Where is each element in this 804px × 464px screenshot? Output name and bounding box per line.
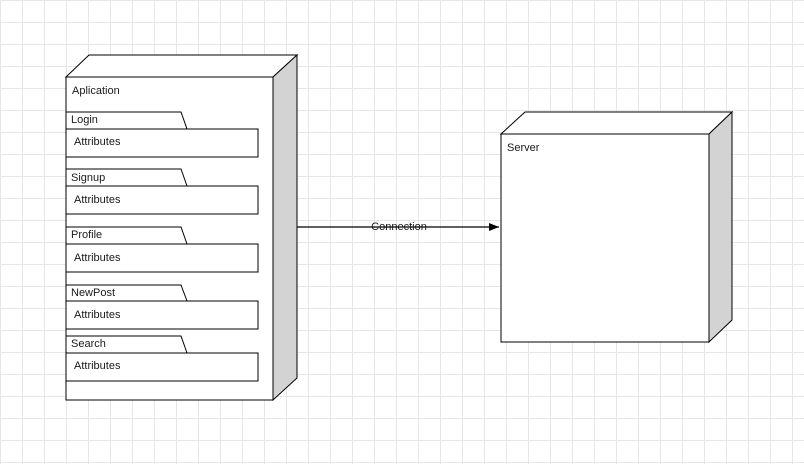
component-newpost[interactable]: NewPost Attributes <box>65 284 259 330</box>
component-attributes: Attributes <box>74 194 121 206</box>
component-body <box>65 185 259 215</box>
component-tab <box>66 168 188 187</box>
component-name: Search <box>71 338 106 350</box>
application-node-title: Aplication <box>72 85 120 97</box>
application-node-top <box>64 54 299 78</box>
component-tab <box>66 284 188 302</box>
component-name: Login <box>71 114 98 126</box>
component-signup[interactable]: Signup Attributes <box>65 168 259 215</box>
server-node[interactable]: Server <box>499 110 734 344</box>
connection-label: Connection <box>371 221 427 233</box>
component-body <box>65 300 259 330</box>
server-node-top <box>499 111 734 135</box>
connection-edge[interactable]: Connection <box>297 221 499 233</box>
server-node-title: Server <box>507 142 540 154</box>
server-node-side <box>708 110 733 344</box>
component-body <box>65 352 259 382</box>
component-attributes: Attributes <box>74 252 121 264</box>
component-search[interactable]: Search Attributes <box>65 335 259 382</box>
component-tab <box>66 111 188 130</box>
component-tab <box>66 335 188 354</box>
component-body <box>65 243 259 273</box>
component-attributes: Attributes <box>74 309 121 321</box>
application-node-side <box>272 53 298 402</box>
component-attributes: Attributes <box>74 360 121 372</box>
component-body <box>65 128 259 158</box>
component-name: NewPost <box>71 287 115 299</box>
component-tab <box>66 226 188 245</box>
component-name: Profile <box>71 229 102 241</box>
component-profile[interactable]: Profile Attributes <box>65 226 259 273</box>
component-name: Signup <box>71 172 105 184</box>
component-attributes: Attributes <box>74 136 121 148</box>
component-login[interactable]: Login Attributes <box>65 111 259 158</box>
server-node-front <box>500 133 710 343</box>
